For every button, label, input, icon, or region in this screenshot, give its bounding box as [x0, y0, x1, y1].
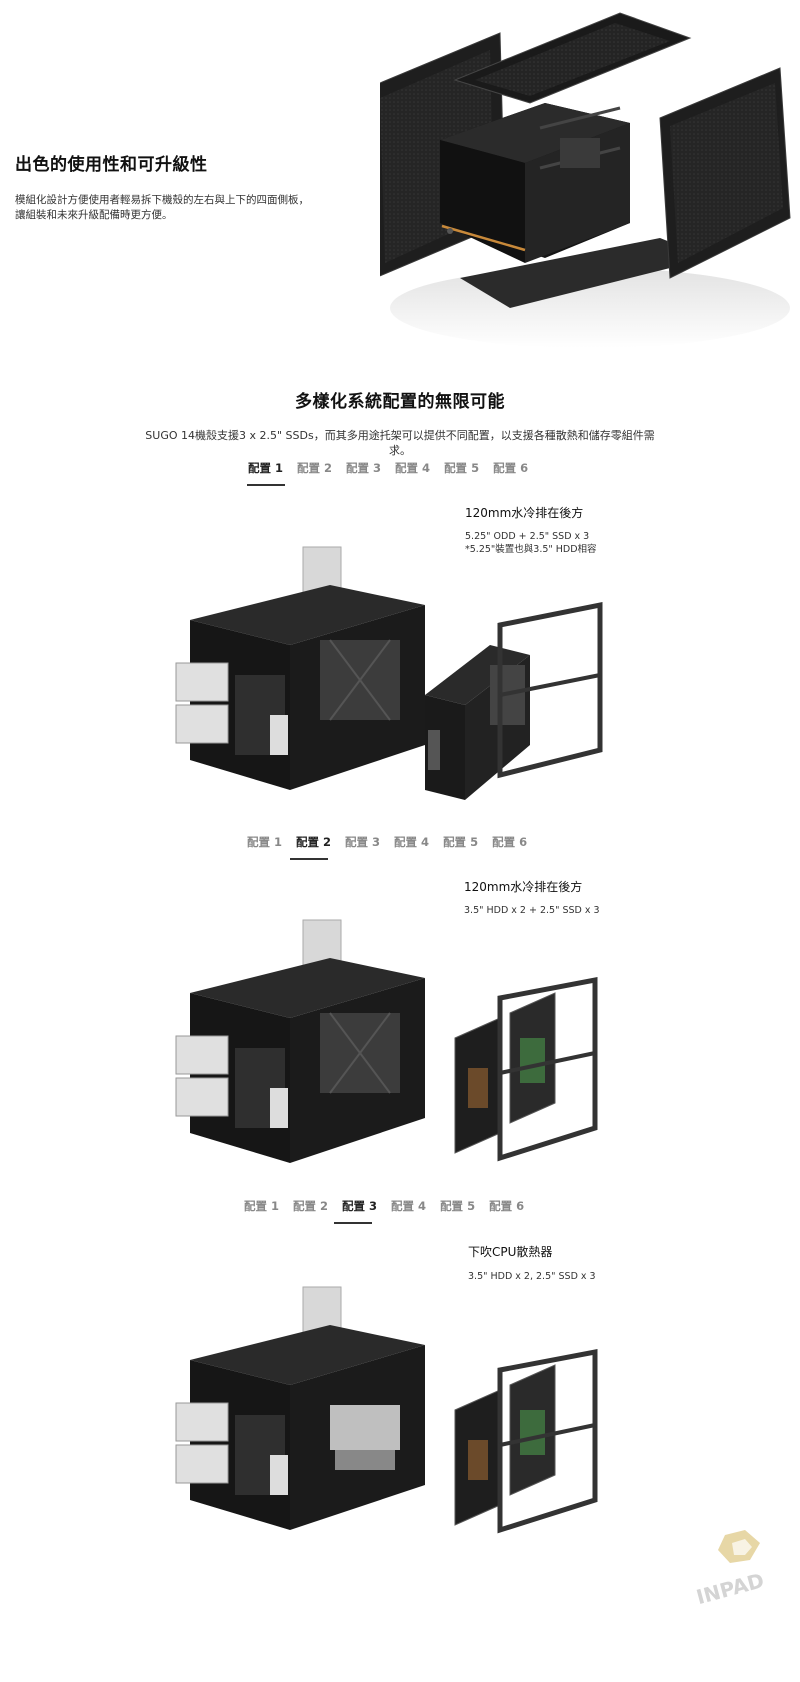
section-title: 多樣化系統配置的無限可能 [295, 392, 505, 412]
tab-config-4[interactable]: 配置 4 [394, 835, 430, 849]
tab-config-4[interactable]: 配置 4 [391, 1199, 427, 1213]
config-1-image [175, 546, 603, 800]
tab-config-3[interactable]: 配置 3 [346, 461, 382, 475]
config-1-spec-line2: *5.25"裝置也與3.5" HDD相容 [465, 544, 597, 555]
watermark-text: INPAD [694, 1568, 767, 1605]
config-tabs-3: 配置 1 配置 2 配置 3 配置 4 配置 5 配置 6 [244, 1198, 524, 1218]
inpad-watermark-logo: INPAD [694, 1530, 767, 1605]
config-3-image [175, 1286, 598, 1534]
active-tab-underline [290, 858, 328, 860]
tab-config-5[interactable]: 配置 5 [444, 461, 480, 475]
config-2-spec-line1: 3.5" HDD x 2 + 2.5" SSD x 3 [464, 905, 600, 916]
hero-title: 出色的使用性和可升級性 [15, 155, 208, 175]
tab-config-1[interactable]: 配置 1 [244, 1199, 280, 1213]
tab-config-2[interactable]: 配置 2 [296, 835, 332, 849]
tab-config-6[interactable]: 配置 6 [489, 1199, 525, 1213]
tab-config-5[interactable]: 配置 5 [443, 835, 479, 849]
hero-section: 出色的使用性和可升級性 模組化設計方便使用者輕易拆下機殼的左右與上下的四面側板，… [0, 0, 800, 360]
tab-config-1[interactable]: 配置 1 [247, 835, 283, 849]
exploded-case-image [380, 12, 791, 348]
config-1-spec: 5.25" ODD + 2.5" SSD x 3 *5.25"裝置也與3.5" … [465, 530, 597, 556]
config-1-spec-line1: 5.25" ODD + 2.5" SSD x 3 [465, 531, 590, 542]
config-2-title: 120mm水冷排在後方 [464, 880, 583, 894]
tab-config-6[interactable]: 配置 6 [492, 835, 528, 849]
tab-config-6[interactable]: 配置 6 [493, 461, 529, 475]
config-tabs-1: 配置 1 配置 2 配置 3 配置 4 配置 5 配置 6 [248, 460, 528, 480]
tab-config-2[interactable]: 配置 2 [297, 461, 333, 475]
tab-config-5[interactable]: 配置 5 [440, 1199, 476, 1213]
config-2-spec: 3.5" HDD x 2 + 2.5" SSD x 3 [464, 904, 600, 917]
config-3-spec: 3.5" HDD x 2, 2.5" SSD x 3 [468, 1270, 596, 1283]
section-description: SUGO 14機殼支援3 x 2.5" SSDs，而其多用途托架可以提供不同配置… [145, 429, 655, 457]
active-tab-underline [334, 1222, 372, 1224]
config-3-title: 下吹CPU散熱器 [468, 1245, 553, 1259]
tab-config-3[interactable]: 配置 3 [345, 835, 381, 849]
config-tabs-2: 配置 1 配置 2 配置 3 配置 4 配置 5 配置 6 [247, 834, 527, 854]
hero-description: 模組化設計方便使用者輕易拆下機殼的左右與上下的四面側板，讓組裝和未來升級配備時更… [15, 194, 309, 221]
config-2-image [175, 919, 598, 1163]
config-3-spec-line1: 3.5" HDD x 2, 2.5" SSD x 3 [468, 1271, 596, 1282]
tab-config-4[interactable]: 配置 4 [395, 461, 431, 475]
active-tab-underline [247, 484, 285, 486]
tab-config-1[interactable]: 配置 1 [248, 461, 284, 475]
config-1-title: 120mm水冷排在後方 [465, 506, 584, 520]
tab-config-2[interactable]: 配置 2 [293, 1199, 329, 1213]
tab-config-3[interactable]: 配置 3 [342, 1199, 378, 1213]
